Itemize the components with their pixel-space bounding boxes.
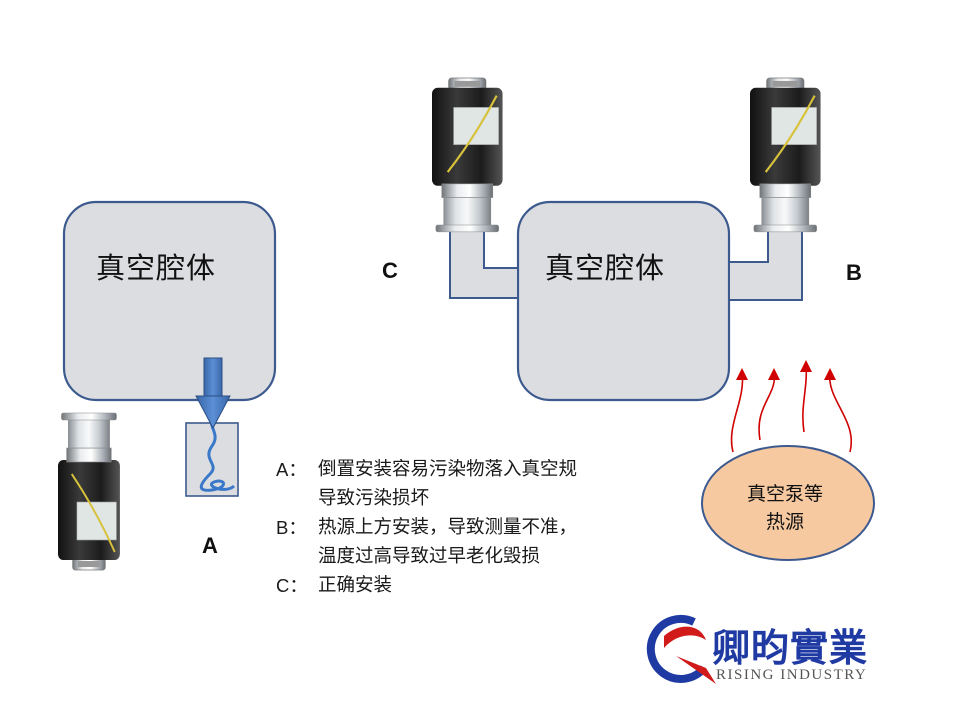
note-key: C： — [276, 575, 308, 596]
logo-name-en: RISING INDUSTRY — [716, 667, 868, 683]
chamber-label-left: 真空腔体 — [96, 251, 217, 285]
heat-arrow-head-4 — [824, 368, 836, 380]
note-a: A： 倒置安装容易污染物落入真空规 导致污染损坏 — [276, 455, 676, 513]
note-text: 倒置安装容易污染物落入真空规 — [318, 459, 578, 480]
note-text: 热源上方安装，导致测量不准， — [318, 517, 578, 538]
heat-arrow-2 — [758, 371, 776, 441]
heat-arrow-1 — [730, 371, 744, 453]
heat-arrow-head-2 — [768, 368, 780, 380]
note-text: 导致污染损坏 — [318, 488, 430, 509]
label-a: A — [202, 533, 218, 558]
pipe-c — [449, 227, 519, 299]
heat-arrow-4 — [829, 371, 853, 453]
heat-arrow-head-3 — [800, 360, 812, 372]
label-c: C — [382, 258, 398, 283]
heat-source-label: 真空泵等 热源 — [700, 480, 870, 536]
pipe-b — [728, 227, 803, 301]
notes-list: A： 倒置安装容易污染物落入真空规 导致污染损坏 B： 热源上方安装，导致测量不… — [276, 455, 676, 600]
heat-arrow-head-1 — [736, 368, 748, 380]
heat-source-line1: 真空泵等 — [746, 483, 823, 505]
heat-source-line2: 热源 — [765, 511, 804, 533]
note-key: B： — [276, 517, 307, 538]
logo-mark-icon — [646, 614, 716, 684]
debris-squiggle — [199, 409, 236, 492]
note-c: C： 正确安装 — [276, 571, 676, 600]
label-b: B — [846, 260, 862, 285]
vacuum-gauge-b — [748, 76, 822, 233]
heat-source — [701, 445, 875, 561]
down-arrow-icon — [195, 357, 231, 430]
heat-arrow-3 — [802, 361, 808, 433]
vacuum-gauge-inverted — [56, 411, 122, 572]
note-text: 正确安装 — [318, 575, 393, 596]
note-text: 温度过高导致过早老化毁损 — [318, 546, 541, 567]
heat-arrows — [730, 360, 853, 453]
chamber-left — [62, 200, 277, 402]
chamber-right — [516, 200, 731, 402]
vacuum-gauge-c — [430, 76, 504, 233]
note-key: A： — [276, 459, 307, 480]
note-b: B： 热源上方安装，导致测量不准， 温度过高导致过早老化毁损 — [276, 513, 676, 571]
logo-name-cn: 卿昀實業 — [712, 625, 869, 670]
chamber-label-right: 真空腔体 — [545, 251, 666, 285]
